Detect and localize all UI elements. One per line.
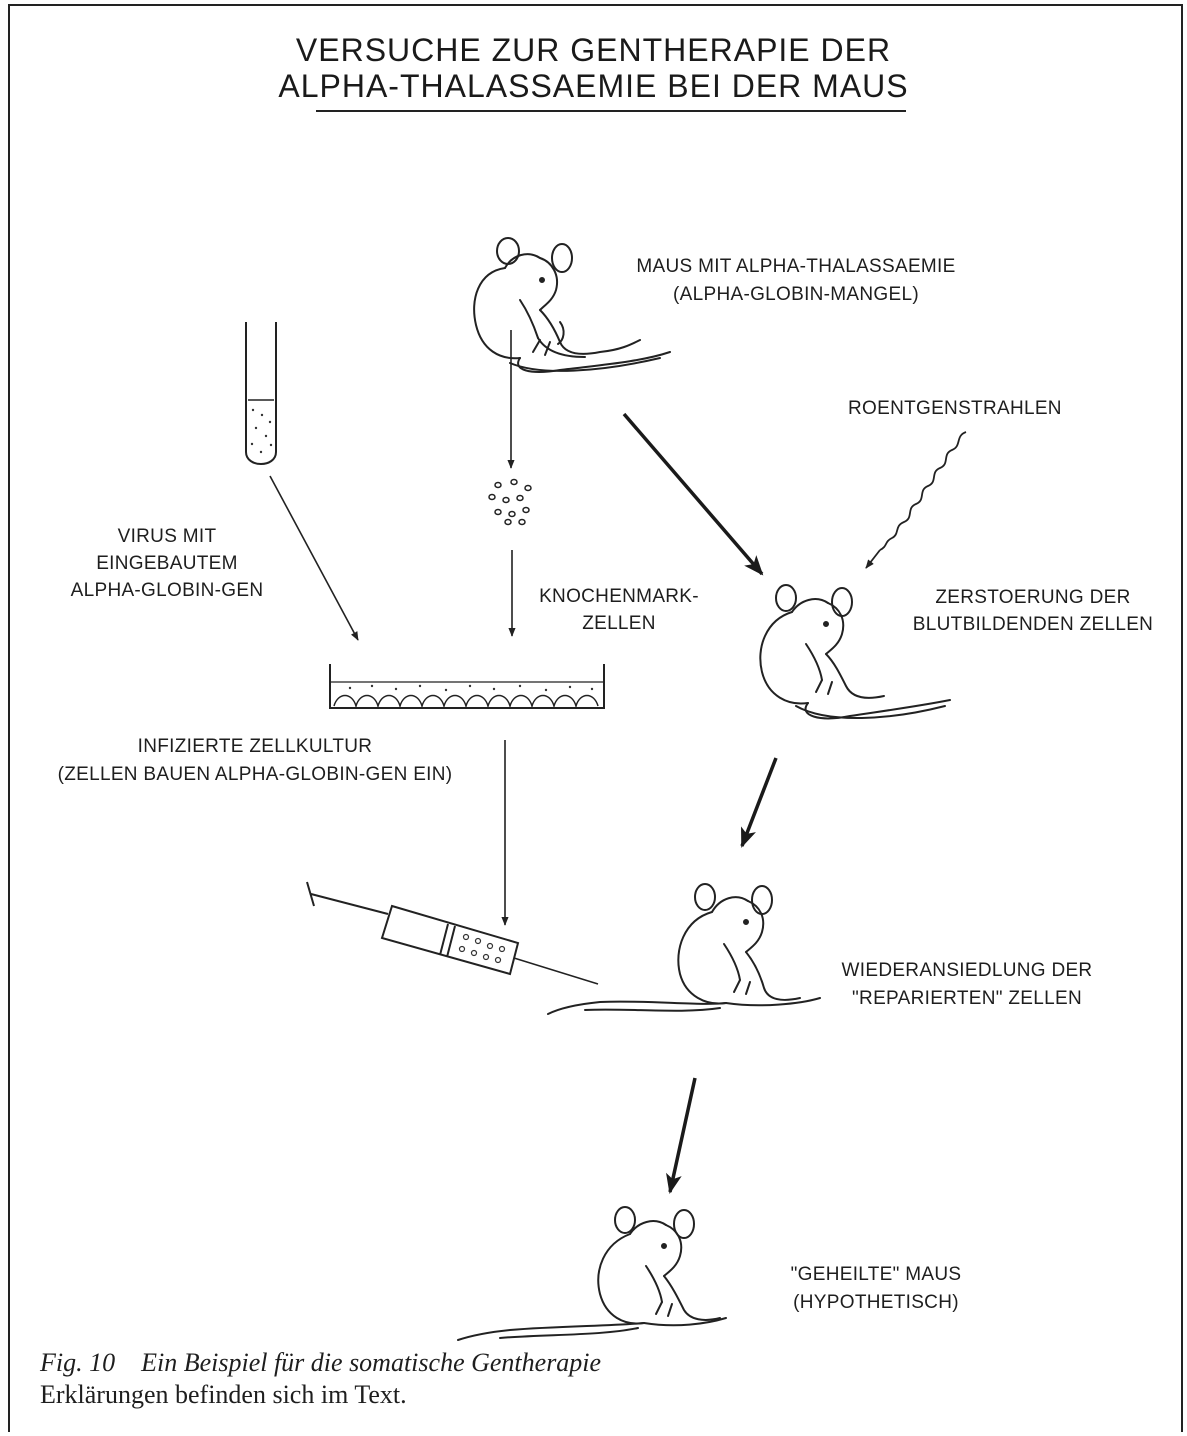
label-xrays: ROENTGENSTRAHLEN [848,398,1062,419]
label-mouse-disease-line-2: (ALPHA-GLOBIN-MANGEL) [673,284,919,305]
label-resettle-line-2: "REPARIERTEN" ZELLEN [852,988,1082,1009]
label-virus-line-1: VIRUS MIT [117,526,217,547]
label-cured-line-1: "GEHEILTE" MAUS [790,1264,962,1285]
figure-caption: Fig. 10 Ein Beispiel für die somatische … [40,1348,602,1377]
label-virus-line-2: EINGEBAUTEM [96,553,238,574]
syringe-icon [307,882,598,984]
mouse-irradiated-icon [760,585,950,718]
xray-wave-icon [880,432,966,550]
label-virus-line-3: ALPHA-GLOBIN-GEN [70,580,264,601]
xray-arrow [866,550,880,569]
label-mouse-disease-line-1: MAUS MIT ALPHA-THALASSAEMIE [636,256,956,277]
label-resettle-line-1: WIEDERANSIEDLUNG DER [841,960,1093,981]
test-tube-dots [250,408,273,454]
figure-frame [8,4,1183,1432]
arrow-irradiated-to-resettled [742,758,776,848]
label-destruction-line-1: ZERSTOERUNG DER [935,587,1131,608]
test-tube-icon [246,322,276,464]
mouse-resettled-icon [548,884,820,1014]
mouse-cured-icon [458,1207,726,1340]
label-marrow-line-1: KNOCHENMARK- [539,586,699,607]
culture-dish-icon [330,664,604,708]
syringe-cells [460,935,505,963]
label-destruction-line-2: BLUTBILDENDEN ZELLEN [912,614,1154,635]
figure-caption-note: Erklärungen befinden sich im Text. [40,1380,407,1409]
label-cured-line-2: (HYPOTHETISCH) [793,1292,959,1313]
arrow-mouse-to-irradiated [624,414,762,576]
culture-dots [348,684,594,692]
label-culture-line-1: INFIZIERTE ZELLKULTUR [137,736,373,757]
label-culture-line-2: (ZELLEN BAUEN ALPHA-GLOBIN-GEN EIN) [57,764,453,785]
diagram-title-line-1: VERSUCHE ZUR GENTHERAPIE DER [295,32,892,68]
title-underline [316,110,906,112]
arrow-resettled-to-cured [666,1078,695,1194]
mouse-thalassaemia-icon [474,238,670,372]
label-marrow-line-2: ZELLEN [582,613,656,634]
bone-marrow-cells-icon [489,480,531,525]
diagram-title-line-2: ALPHA-THALASSAEMIE BEI DER MAUS [278,68,909,104]
arrow-virus-to-culture [270,476,358,641]
